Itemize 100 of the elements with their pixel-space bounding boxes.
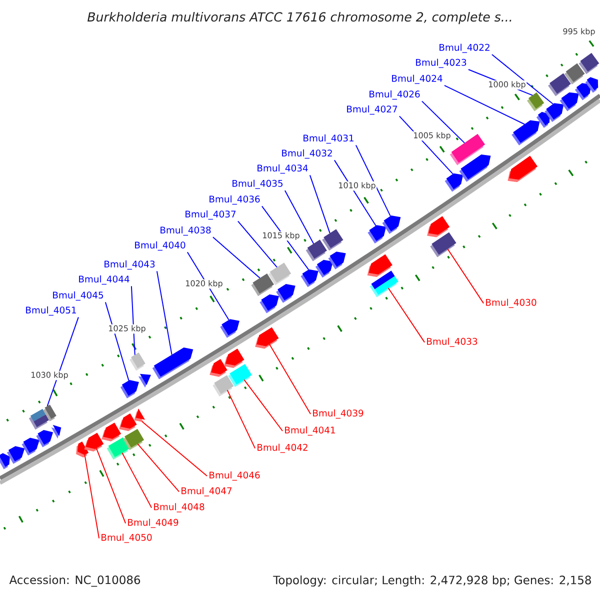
gene-block	[22, 438, 40, 456]
gene-block	[0, 453, 10, 470]
gene-block	[560, 92, 579, 112]
gene-box	[123, 428, 144, 450]
scale-label: 1015 kbp	[261, 231, 301, 241]
gene-label: Bmul_4043	[104, 260, 155, 270]
gene-box	[430, 232, 456, 258]
gene-block	[138, 374, 151, 388]
gene-label: Bmul_4049	[128, 518, 178, 528]
leader-line	[122, 452, 152, 508]
gene-box	[578, 52, 600, 74]
gene-label: Bmul_4038	[160, 226, 211, 236]
gene-label: Bmul_4046	[210, 471, 260, 481]
gene-block	[315, 260, 334, 278]
gene-label: Bmul_4039	[313, 409, 364, 419]
gene-label: Bmul_4047	[182, 487, 232, 496]
leader-line	[84, 454, 100, 539]
gene-block	[210, 359, 228, 377]
scale-label: 995 kbp	[562, 27, 596, 37]
gene-box	[526, 92, 544, 112]
gene-block	[427, 216, 450, 238]
footer-text: Accession: NC_010086	[9, 575, 140, 587]
gene-label: Bmul_4040	[135, 241, 186, 251]
gene-box	[130, 352, 146, 371]
leader-line	[491, 54, 554, 105]
gene-label: Bmul_4042	[258, 444, 308, 453]
gene-label: Bmul_4026	[370, 90, 420, 100]
leader-line	[444, 84, 526, 125]
gene-label: Bmul_4045	[53, 291, 104, 301]
gene-label: Bmul_4022	[440, 44, 490, 53]
gene-block	[382, 216, 401, 234]
scale-label: 1020 kbp	[184, 279, 224, 289]
leader-line	[268, 344, 312, 414]
leader-line	[284, 190, 314, 244]
gene-block	[512, 120, 540, 146]
leader-line	[237, 220, 278, 268]
scale-label: 1000 kbp	[487, 80, 527, 90]
scale-label: 1010 kbp	[337, 181, 377, 191]
gene-block	[276, 284, 296, 303]
leader-line	[261, 206, 310, 270]
gene-label: Bmul_4034	[258, 164, 308, 174]
gene-box	[306, 240, 327, 262]
scale-label: 1025 kbp	[107, 324, 147, 334]
footer-text: Topology: circular; Length: 2,472,928 bp; Genes: 2,158	[273, 575, 591, 587]
gene-box	[370, 270, 398, 298]
gene-label: Bmul_4041	[285, 426, 335, 436]
leader-line	[244, 379, 284, 432]
leader-line	[130, 286, 136, 356]
leader-line	[309, 174, 330, 234]
gene-label: Bmul_4037	[186, 210, 236, 220]
leader-line	[334, 160, 376, 226]
leader-line	[388, 288, 426, 343]
gene-label: Bmul_4032	[282, 149, 332, 159]
gene-box	[268, 262, 292, 286]
gene-label: Bmul_4050	[102, 534, 152, 543]
leader-line	[96, 448, 126, 524]
gene-label: Bmul_4036	[210, 195, 260, 205]
leader-line	[398, 116, 454, 174]
leader-line	[355, 144, 391, 217]
gene-block	[444, 173, 464, 192]
leader-line	[104, 302, 130, 382]
gene-label: Bmul_4030	[486, 298, 536, 308]
leader-line	[447, 248, 484, 304]
gene-block	[51, 424, 62, 439]
leader-line	[46, 316, 79, 407]
gene-label: Bmul_4031	[304, 134, 354, 144]
leader-line	[137, 443, 180, 492]
scale-label: 1030 kbp	[30, 370, 70, 380]
gene-block	[220, 319, 240, 338]
gene-block	[300, 269, 318, 288]
gene-label: Bmul_4023	[416, 58, 466, 68]
gene-block	[134, 408, 146, 422]
gene-block	[328, 252, 346, 270]
gene-block	[459, 154, 491, 182]
gene-block	[152, 348, 194, 380]
scale-label: 1005 kbp	[412, 131, 452, 141]
gene-label: Bmul_4035	[232, 180, 283, 189]
gene-block	[120, 380, 139, 398]
gene-label: Bmul_4044	[79, 275, 130, 285]
leader-line	[226, 390, 256, 449]
gene-block	[367, 254, 392, 277]
gene-box	[322, 229, 344, 251]
gene-block	[508, 156, 538, 182]
gene-label: Bmul_4033	[427, 338, 478, 347]
gene-block	[224, 348, 244, 368]
gene-box	[212, 375, 234, 396]
gene-block	[368, 225, 386, 244]
leader-line	[142, 421, 208, 476]
gene-box	[228, 364, 252, 387]
leader-line	[421, 100, 466, 144]
gene-block	[255, 327, 279, 349]
gene-label: Bmul_4048	[154, 503, 204, 512]
leader-line	[186, 252, 230, 320]
leader-line	[156, 270, 172, 356]
gene-box	[43, 404, 56, 422]
title: Burkholderia multivorans ATCC 17616 chromosome 2, complete s...	[88, 12, 512, 24]
gene-block	[585, 77, 598, 93]
gene-block	[102, 422, 122, 442]
gene-label: Bmul_4027	[347, 105, 398, 115]
gene-label: Bmul_4024	[392, 74, 442, 84]
